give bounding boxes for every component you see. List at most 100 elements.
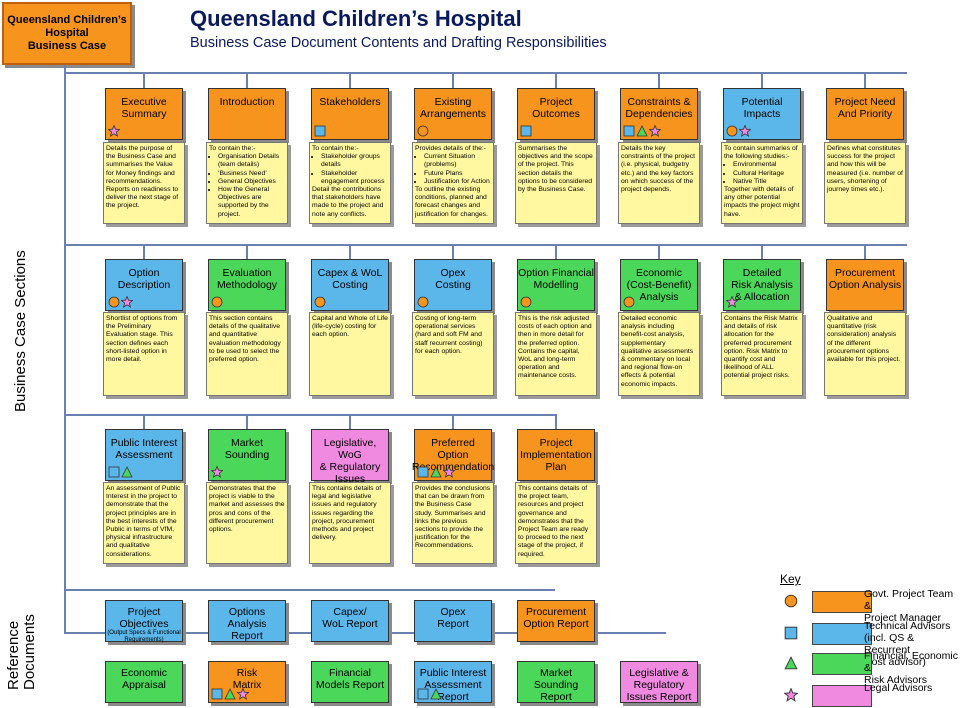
advisor-icons xyxy=(108,466,133,478)
key-label-line: Cost advisor) xyxy=(864,656,926,668)
section-description: Provides the conclusions that can be dra… xyxy=(412,482,494,564)
section-title-line: Recommendation xyxy=(411,461,495,473)
description-text: To contain the:- xyxy=(312,145,359,152)
section-subtitle-line: Requirements) xyxy=(124,637,164,643)
section-title-line: Sounding xyxy=(224,449,270,461)
description-text: An assessment of Public Interest in the … xyxy=(106,485,181,558)
connector-drop xyxy=(246,414,248,429)
page-subtitle: Business Case Document Contents and Draf… xyxy=(190,35,607,51)
advisor-icons xyxy=(211,687,250,700)
section-title-line: Evaluation xyxy=(222,267,272,279)
section-title-line: Detailed xyxy=(742,267,782,279)
description-bullet: Native Title xyxy=(733,178,800,186)
section-title-line: And Priority xyxy=(837,108,893,120)
section-title-line: Risk Analysis xyxy=(731,279,793,291)
connector-drop xyxy=(864,72,866,88)
connector-drop xyxy=(864,244,866,259)
description-text: Qualitative and quantitative (risk consi… xyxy=(827,315,901,364)
section-title-line: Assessment xyxy=(424,679,482,691)
key-color-box xyxy=(812,591,872,613)
star-icon xyxy=(107,124,121,137)
section-description: Contains the Risk Matrix and details of … xyxy=(721,312,803,396)
section-title-line: Introduction xyxy=(219,96,275,108)
section-title-line: & Regulatory xyxy=(319,461,381,473)
section-title-line: Summary xyxy=(121,108,167,120)
section-header[interactable]: Capex/WoL Report xyxy=(311,600,389,642)
star-icon xyxy=(442,465,456,478)
description-bullets: Stakeholder groups detailsStakeholder en… xyxy=(312,153,388,186)
circle-icon xyxy=(623,296,635,308)
section-title-line: Opex xyxy=(440,606,466,618)
section-title-line: Stakeholders xyxy=(319,96,381,108)
section-title-line: Project Objectives xyxy=(119,606,169,630)
description-text: Provides details of the:- xyxy=(415,145,487,152)
triangle-icon xyxy=(224,688,236,700)
section-title-line: Project xyxy=(539,96,573,108)
section-header[interactable]: Economic(Cost-Benefit)Analysis xyxy=(620,259,698,311)
section-description: Details the purpose of the Business Case… xyxy=(103,142,185,224)
description-text: Demonstrates that the project is viable … xyxy=(209,485,285,534)
circle-icon xyxy=(211,296,223,308)
logo-line: Queensland Children’s xyxy=(7,14,127,26)
square-icon xyxy=(314,125,326,137)
section-header[interactable]: Introduction xyxy=(208,88,286,140)
section-title-line: Legislative, WoG xyxy=(323,437,377,461)
connector-trunk xyxy=(64,65,66,633)
description-text: Shortlist of options from the Preliminar… xyxy=(106,315,178,364)
section-title-line: Project Need xyxy=(834,96,896,108)
advisor-icons xyxy=(417,125,429,137)
connector-drop xyxy=(143,414,145,429)
section-description: This section contains details of the qua… xyxy=(206,312,288,396)
square-icon xyxy=(623,125,635,137)
key-label-line: Risk Advisors xyxy=(864,674,928,686)
section-title-line: Costing xyxy=(332,279,368,291)
advisor-icons xyxy=(210,465,224,478)
section-description: An assessment of Public Interest in the … xyxy=(103,482,185,564)
section-title-line: Issues Report xyxy=(626,691,692,703)
section-title-line: Procurement xyxy=(525,606,587,618)
section-title-line: Economic xyxy=(635,267,683,279)
connector-drop xyxy=(246,72,248,88)
description-text: Contains the Risk Matrix and details of … xyxy=(724,315,798,380)
star-icon xyxy=(236,687,250,700)
section-title-line: Option xyxy=(128,267,160,279)
section-header[interactable]: Project Objectives(Output Specs & Functi… xyxy=(105,600,183,643)
section-title-line: Options Analysis xyxy=(227,606,267,630)
section-header[interactable]: Stakeholders xyxy=(311,88,389,140)
section-description: Defines what constitutes success for the… xyxy=(824,142,906,224)
connector-drop xyxy=(143,72,145,88)
star-icon xyxy=(725,295,739,308)
connector-drop xyxy=(452,244,454,259)
description-bullets: Organisation Details (team details)‘Busi… xyxy=(209,153,285,219)
section-description: Detailed economic analysis including ben… xyxy=(618,312,700,396)
section-header[interactable]: Constraints &Dependencies xyxy=(620,88,698,140)
side-label-reference: Reference Documents xyxy=(5,614,38,690)
key-color-box xyxy=(812,653,872,675)
